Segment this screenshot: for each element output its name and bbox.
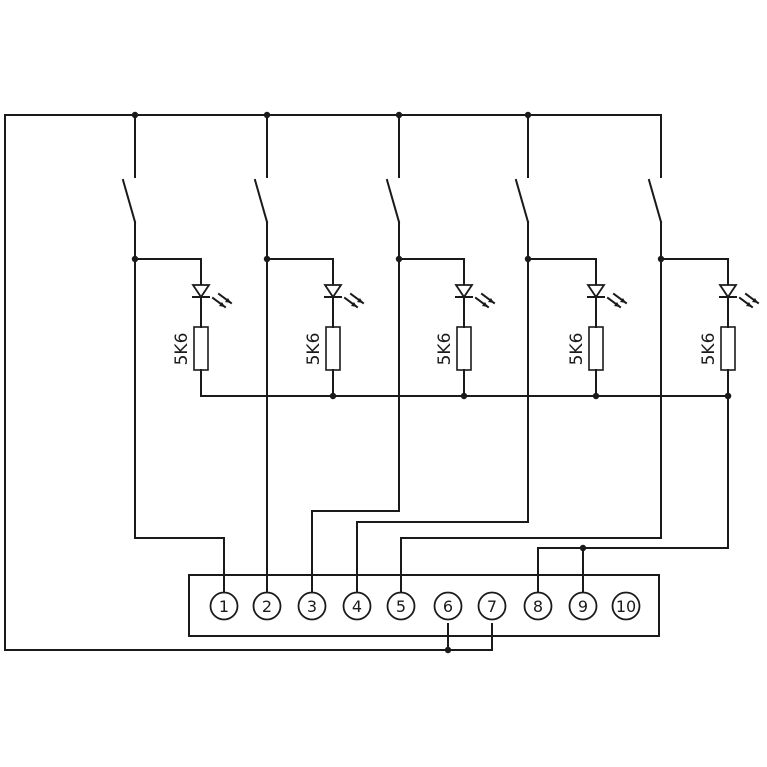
wire-to-pin3	[311, 258, 400, 593]
wires	[4, 114, 729, 651]
junction-dot	[524, 255, 532, 263]
led-feed-wire	[134, 258, 202, 286]
junction-dot	[724, 392, 732, 400]
switch-blade	[121, 178, 137, 224]
connector-pin-label: 3	[307, 597, 317, 616]
resistor-body	[193, 326, 209, 371]
led-ray-head	[482, 302, 488, 307]
led-feed-wire	[527, 258, 597, 286]
led-ray-head	[219, 302, 225, 307]
switch-blade	[385, 178, 401, 224]
junction-dot	[444, 646, 452, 654]
led-icon	[454, 284, 474, 299]
switch-blade	[253, 178, 269, 224]
connector-pin-label: 9	[578, 597, 588, 616]
connector-pin-label: 7	[487, 597, 497, 616]
led-ray-head	[357, 298, 363, 303]
resistor-label: 5K6	[699, 333, 719, 366]
connector-pin-circle	[342, 591, 372, 621]
led-icon	[718, 284, 738, 299]
connector-pin-circle	[433, 591, 463, 621]
junction-dot	[395, 255, 403, 263]
junction-dot	[263, 111, 271, 119]
led-ray-head	[351, 302, 357, 307]
junction-dot	[524, 111, 532, 119]
wire-to-pin5	[400, 258, 662, 593]
led-feed-wire	[660, 258, 729, 286]
connector-pin-circle	[386, 591, 416, 621]
junction-dot	[131, 111, 139, 119]
junction-dots	[131, 111, 732, 654]
connector-pin-circle	[568, 591, 598, 621]
connector-pin-label: 2	[262, 597, 272, 616]
led-ray-head	[488, 298, 494, 303]
switch-channel: 5K6	[647, 114, 760, 397]
connector-pin-label: 6	[443, 597, 453, 616]
switch-channels: 5K6 5K6 5K6 5K6 5K6	[121, 114, 760, 397]
resistor-label: 5K6	[172, 333, 192, 366]
led-icon	[191, 284, 211, 299]
led-ray-head	[225, 298, 231, 303]
connector-pin-label: 5	[396, 597, 406, 616]
led-feed-wire	[266, 258, 334, 286]
resistor-label: 5K6	[435, 333, 455, 366]
led-ray-head	[746, 302, 752, 307]
junction-dot	[329, 392, 337, 400]
junction-dot	[579, 544, 587, 552]
connector-body	[188, 574, 660, 637]
led-icon	[323, 284, 343, 299]
switch-blade	[514, 178, 530, 224]
connector-pin-circle	[252, 591, 282, 621]
led-icon	[586, 284, 606, 299]
switch-channel: 5K6	[253, 114, 365, 397]
resistor-body	[588, 326, 604, 371]
led-ray-head	[614, 302, 620, 307]
resistor-label: 5K6	[567, 333, 587, 366]
junction-dot	[395, 111, 403, 119]
switch-blade	[647, 178, 663, 224]
led-ray-head	[620, 298, 626, 303]
return-loop-wire	[4, 114, 493, 651]
junction-dot	[460, 392, 468, 400]
switch-channel: 5K6	[514, 114, 628, 397]
junction-dot	[657, 255, 665, 263]
resistor-label: 5K6	[304, 333, 324, 366]
terminal-connector: 1 2 3 4 5 6 7 8 9 10	[188, 574, 660, 637]
resistor-body	[325, 326, 341, 371]
connector-pin-circle	[209, 591, 239, 621]
switch-channel: 5K6	[385, 114, 496, 397]
connector-pin-circle	[477, 591, 507, 621]
connector-pin-circle	[611, 591, 641, 621]
resistor-body	[456, 326, 472, 371]
junction-dot	[131, 255, 139, 263]
connector-pin-circle	[523, 591, 553, 621]
led-feed-wire	[398, 258, 465, 286]
connector-pin-label: 10	[616, 597, 636, 616]
junction-dot	[263, 255, 271, 263]
connector-pin-label: 4	[352, 597, 362, 616]
connector-pin-label: 8	[533, 597, 543, 616]
junction-dot	[592, 392, 600, 400]
connector-pin-label: 1	[219, 597, 229, 616]
wire-to-pin4	[356, 258, 529, 593]
connector-pin-circle	[297, 591, 327, 621]
bus-to-pin8-wire	[537, 395, 729, 593]
resistor-body	[720, 326, 736, 371]
switch-channel: 5K6	[121, 114, 233, 397]
wire-to-pin1	[134, 258, 225, 593]
led-ray-head	[752, 298, 758, 303]
